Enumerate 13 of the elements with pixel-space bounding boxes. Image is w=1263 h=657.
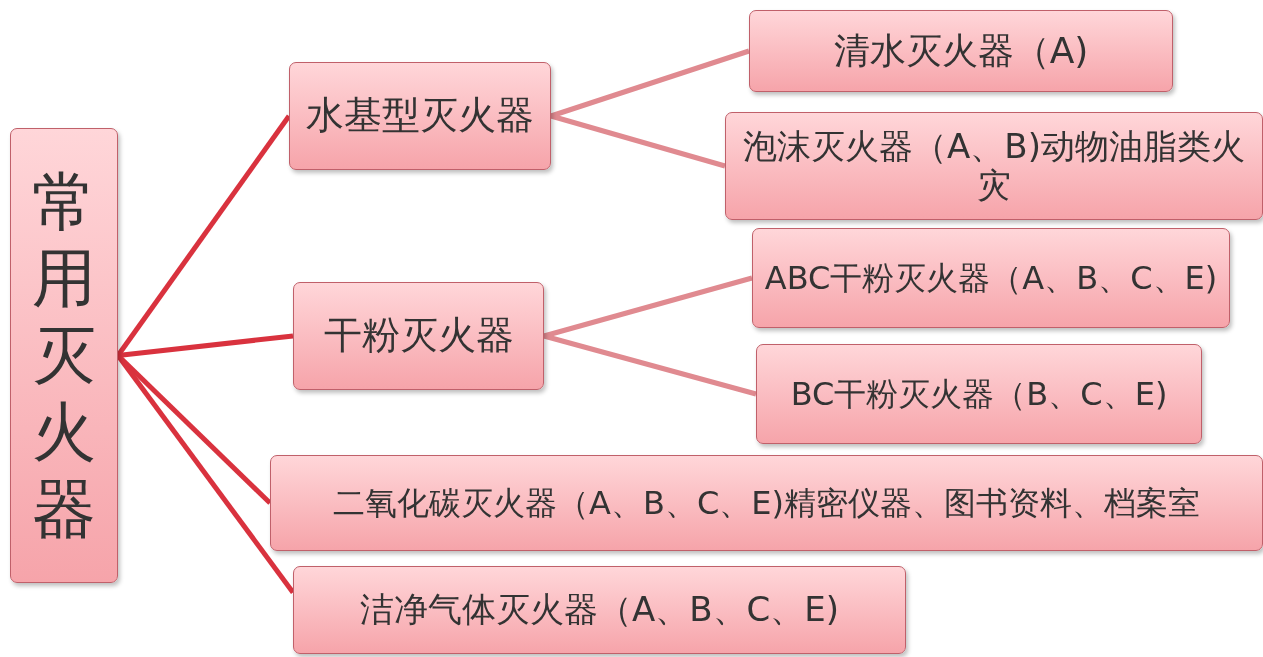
connector-line xyxy=(543,275,753,339)
category-box: 常用灭火器 xyxy=(10,128,118,583)
extinguisher-box: 清水灭火器（A) xyxy=(749,10,1173,92)
extinguisher-box: 洁净气体灭火器（A、B、C、E) xyxy=(293,566,906,654)
connector-line xyxy=(550,48,750,119)
connector-line xyxy=(550,113,726,169)
extinguisher-box: 干粉灭火器 xyxy=(293,282,544,390)
connector-line xyxy=(543,333,757,397)
extinguisher-box: 二氧化碳灭火器（A、B、C、E)精密仪器、图书资料、档案室 xyxy=(270,455,1263,551)
extinguisher-box: 水基型灭火器 xyxy=(289,62,551,170)
extinguisher-box: 泡沫灭火器（A、B)动物油脂类火灾 xyxy=(725,112,1263,220)
extinguisher-box: BC干粉灭火器（B、C、E) xyxy=(756,344,1202,444)
extinguisher-box: ABC干粉灭火器（A、B、C、E) xyxy=(752,228,1230,328)
